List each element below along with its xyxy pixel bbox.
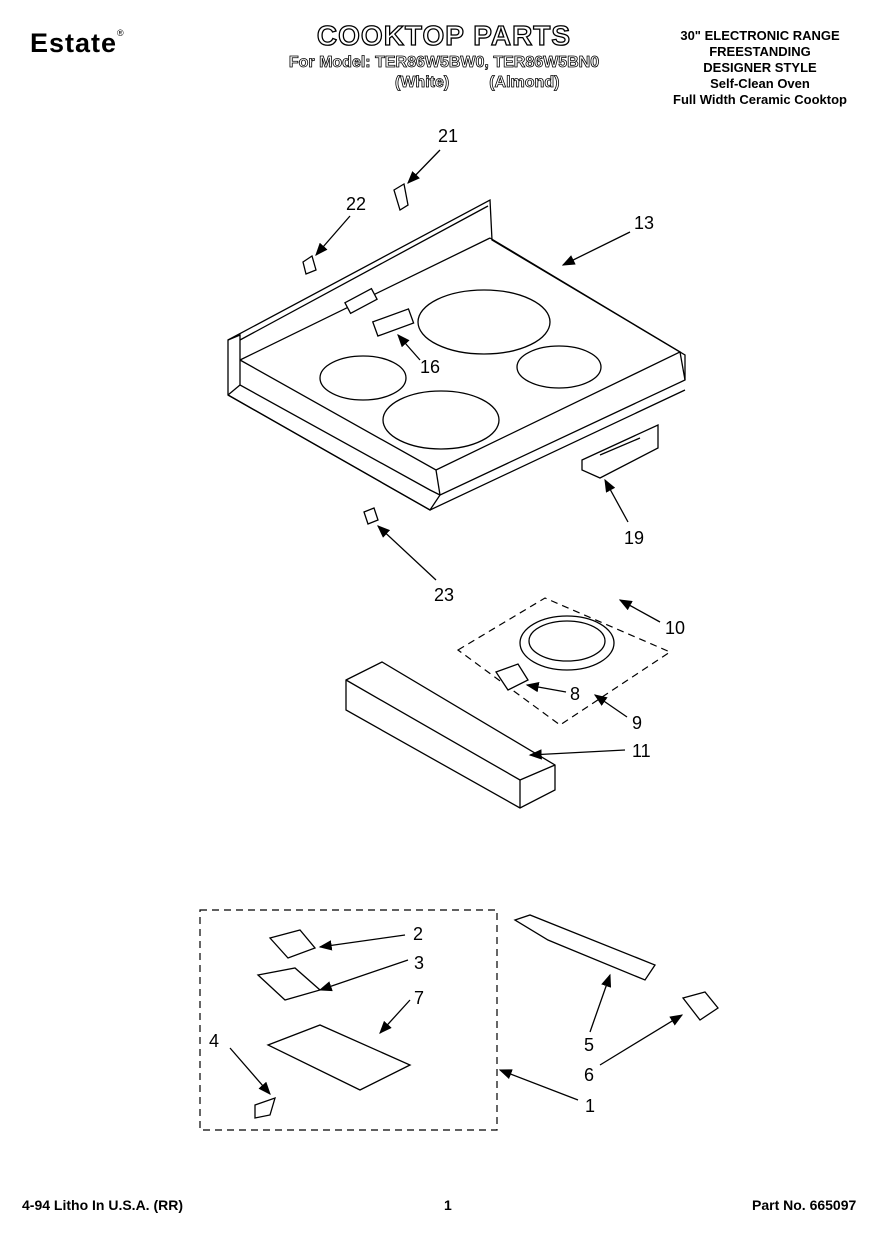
callout-11: 11 bbox=[632, 741, 651, 761]
callout-19: 19 bbox=[624, 528, 645, 548]
spec-line: Full Width Ceramic Cooktop bbox=[673, 92, 847, 107]
brand-logo: Estate® bbox=[30, 28, 125, 58]
spec-block: 30" ELECTRONIC RANGE FREESTANDING DESIGN… bbox=[640, 28, 880, 108]
part-2-switch bbox=[268, 929, 317, 959]
part-8-terminal-block bbox=[495, 663, 529, 691]
part-21-bracket bbox=[393, 182, 409, 212]
callout-10: 10 bbox=[665, 618, 686, 638]
part-3-insulator bbox=[256, 967, 322, 1001]
part-23-clip bbox=[363, 507, 379, 525]
part-22-clip bbox=[302, 254, 317, 275]
part-5-bracket bbox=[513, 914, 656, 981]
callout-6: 6 bbox=[584, 1065, 595, 1085]
part-4-clip bbox=[254, 1096, 276, 1119]
callout-8: 8 bbox=[570, 684, 581, 704]
callout-22: 22 bbox=[346, 194, 367, 214]
callout-21: 21 bbox=[438, 126, 459, 146]
footer-part-number: Part No. 665097 bbox=[752, 1197, 857, 1213]
color-line: (White) (Almond) bbox=[395, 74, 560, 92]
callout-23: 23 bbox=[434, 585, 455, 605]
footer-litho: 4-94 Litho In U.S.A. (RR) bbox=[22, 1197, 183, 1213]
model-line: For Model: TER86W5BW0, TER86W5BN0 bbox=[288, 54, 600, 72]
callout-2: 2 bbox=[413, 924, 424, 944]
callout-16: 16 bbox=[420, 357, 441, 377]
callout-1: 1 bbox=[585, 1096, 596, 1116]
spec-line: Self-Clean Oven bbox=[710, 76, 810, 91]
callout-4: 4 bbox=[209, 1031, 220, 1051]
callout-5: 5 bbox=[584, 1035, 595, 1055]
spec-line: DESIGNER STYLE bbox=[703, 60, 817, 75]
part-11-support-channel bbox=[345, 661, 556, 809]
spec-line: FREESTANDING bbox=[709, 44, 811, 59]
callout-9: 9 bbox=[632, 713, 643, 733]
footer-page-number: 1 bbox=[444, 1197, 452, 1213]
element-group-outline bbox=[456, 597, 672, 726]
part-7-bracket bbox=[266, 1024, 412, 1091]
cooktop-assembly bbox=[227, 198, 686, 511]
group-1-outline bbox=[199, 909, 498, 1131]
callout-7: 7 bbox=[414, 988, 425, 1008]
part-10-radiant-element bbox=[519, 615, 615, 671]
callout-13: 13 bbox=[634, 213, 655, 233]
spec-line: 30" ELECTRONIC RANGE bbox=[680, 28, 840, 43]
callout-3: 3 bbox=[414, 953, 425, 973]
part-6-connector bbox=[681, 991, 719, 1021]
page-title: COOKTOP PARTS bbox=[316, 19, 572, 51]
